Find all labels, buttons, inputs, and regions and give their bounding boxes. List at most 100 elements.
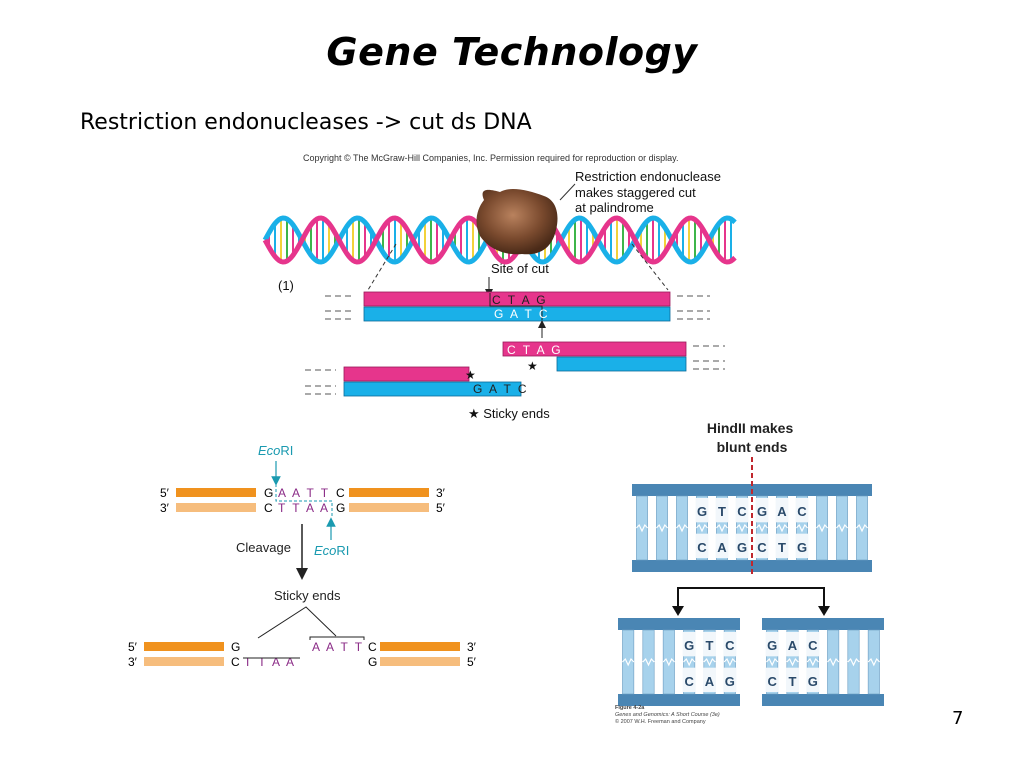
base-box-top	[795, 498, 809, 523]
base-box-bottom	[715, 533, 729, 558]
ladder-rung	[622, 629, 635, 695]
ladder-rung	[656, 495, 668, 561]
base-bottom: T	[778, 540, 786, 555]
top-strand-seq: C T A G	[492, 293, 548, 307]
hindii-split-arrows	[677, 587, 825, 610]
top-right-base: C	[336, 486, 345, 500]
hydrogen-bond	[715, 523, 729, 533]
ecori-label-bottom: EcoRI	[314, 543, 349, 558]
res-top-right-base: C	[368, 640, 377, 654]
base-box-top	[735, 498, 749, 523]
base-box-bottom	[682, 667, 696, 692]
res-bot-mid-seq: T T A A	[244, 655, 296, 669]
base-top: G	[757, 504, 767, 519]
enzyme-blob	[476, 189, 558, 255]
res-strand-top-left	[144, 642, 224, 651]
ecori-cut-line	[275, 484, 333, 516]
res-five-prime: 5′	[128, 640, 138, 654]
sticky-ends-pointer	[257, 606, 337, 639]
top-left-base: G	[264, 486, 273, 500]
hydrogen-bond	[847, 657, 860, 667]
hindii-arrowheads	[672, 606, 830, 616]
base-top: G	[684, 638, 694, 653]
hydrogen-bond	[723, 657, 736, 667]
star-left: ★	[465, 368, 476, 382]
hydrogen-bond	[795, 523, 809, 533]
five-prime-bottom-right: 5′	[436, 501, 446, 515]
ladder-rung	[642, 629, 655, 695]
ladder-rail-bottom	[618, 694, 740, 706]
hydrogen-bond	[622, 657, 635, 667]
hydrogen-bond	[766, 657, 779, 667]
res-strand-top-right	[380, 642, 460, 651]
sticky-ends-label: Sticky ends	[274, 588, 341, 603]
ladder-rung	[816, 495, 828, 561]
left-fragment: ★ G A T C	[305, 366, 527, 397]
ladder-rung	[867, 629, 880, 695]
bottom-left-base: C	[264, 501, 273, 515]
base-bottom: A	[705, 674, 715, 689]
step-number: (1)	[278, 278, 294, 293]
base-top: C	[725, 638, 735, 653]
enzyme-label: Restriction endonuclease makes staggered…	[575, 169, 725, 215]
base-bottom: C	[697, 540, 707, 555]
strand-top-right	[349, 488, 429, 497]
res-three-prime: 3′	[128, 655, 138, 669]
hydrogen-bond	[827, 657, 840, 667]
res-strand-bottom-left	[144, 657, 224, 666]
star-right: ★	[527, 359, 538, 373]
res-strand-bottom-right	[380, 657, 460, 666]
ladder-rung	[856, 495, 868, 561]
bottom-right-base: G	[336, 501, 345, 515]
base-bottom: A	[717, 540, 727, 555]
slide-subtitle: Restriction endonucleases -> cut ds DNA	[80, 110, 532, 135]
slide-title: Gene Technology	[326, 30, 698, 74]
base-box-bottom	[755, 533, 769, 558]
page-number: 7	[952, 708, 964, 729]
base-box-bottom	[702, 667, 717, 692]
three-prime-bottom-left: 3′	[160, 501, 170, 515]
hydrogen-bond	[735, 523, 749, 533]
base-top: T	[718, 504, 726, 519]
three-prime-top: 3′	[436, 486, 446, 500]
base-box-top	[775, 498, 789, 523]
hindii-heading: HindII makes blunt ends	[707, 420, 797, 455]
hydrogen-bond	[683, 657, 696, 667]
base-box-bottom	[723, 667, 737, 692]
figure-credit: Figure 4-2a Genes and Genomics: A Short …	[615, 705, 721, 725]
base-bottom: G	[808, 674, 818, 689]
res-three-prime-r: 3′	[467, 640, 477, 654]
bottom-mid-seq: T T A A	[278, 501, 330, 515]
zoom-line-left	[367, 243, 397, 291]
base-box-bottom	[775, 533, 789, 558]
base-box-bottom	[695, 533, 709, 558]
hydrogen-bond	[806, 657, 819, 667]
ecori-label-top: EcoRI	[258, 443, 293, 458]
hydrogen-bond	[695, 523, 709, 533]
base-box-top	[682, 632, 696, 657]
res-top-mid-seq: A A T T	[312, 640, 364, 654]
strand-top-left	[176, 488, 256, 497]
base-box-top	[755, 498, 769, 523]
base-bottom: C	[684, 674, 694, 689]
hydrogen-bond	[815, 523, 829, 533]
zoom-line-right	[631, 243, 669, 291]
site-of-cut-label: Site of cut	[491, 261, 549, 276]
strand-bottom-left	[176, 503, 256, 512]
ladder-rung	[662, 629, 675, 695]
base-box-bottom	[765, 667, 779, 692]
base-bottom: G	[797, 540, 807, 555]
base-box-bottom	[795, 533, 809, 558]
ladder-rung	[676, 495, 688, 561]
base-bottom: C	[767, 674, 777, 689]
base-bottom: G	[725, 674, 735, 689]
base-top: A	[788, 638, 798, 653]
hydrogen-bond	[635, 523, 649, 533]
base-bottom: G	[737, 540, 747, 555]
hydrogen-bond	[867, 657, 880, 667]
res-right-bracket	[309, 636, 365, 640]
